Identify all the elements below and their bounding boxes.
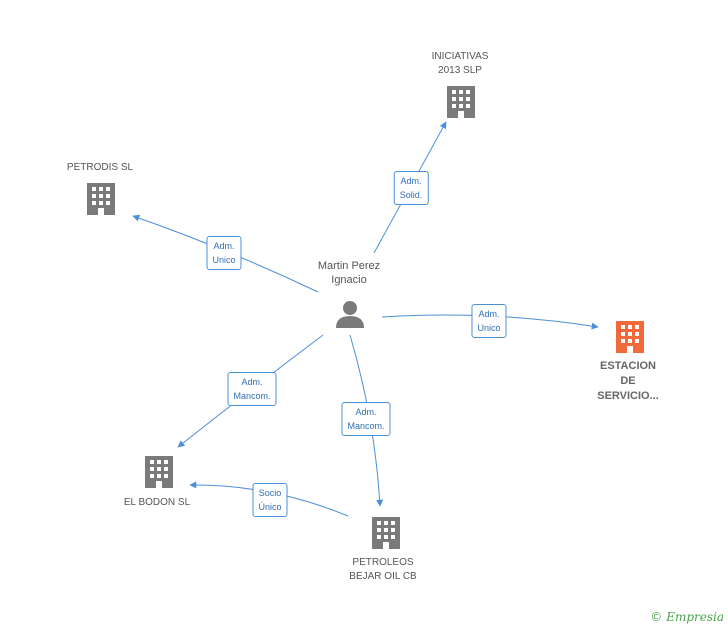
person-icon[interactable] (336, 301, 364, 328)
building-icon-iniciativas[interactable] (447, 86, 475, 118)
node-label-petrodis[interactable]: PETRODIS SL (66, 162, 134, 173)
building-icon-estacion[interactable] (616, 321, 644, 353)
node-label-petroleos[interactable]: PETROLEOS BEJAR OIL CB (349, 557, 417, 582)
node-label-elbodon[interactable]: EL BODON SL (123, 497, 191, 508)
node-label-iniciativas[interactable]: INICIATIVAS 2013 SLP (431, 51, 489, 76)
edge-label-petrodis: Adm. Unico (206, 236, 242, 270)
edge-label-estacion: Adm. Unico (471, 304, 507, 338)
edge-label-petroleos: Adm. Mancom. (341, 402, 391, 436)
building-icon-elbodon[interactable] (145, 456, 173, 488)
node-label-estacion[interactable]: ESTACION DE SERVICIO... (597, 360, 659, 402)
edge-label-petroleos-elbodon: Socio Único (252, 483, 288, 517)
brand-name: Empresia (666, 610, 724, 624)
building-icon-petroleos[interactable] (372, 517, 400, 549)
brand-logo[interactable]: ©Empresia (650, 610, 724, 624)
copyright-symbol: © (650, 610, 663, 624)
edge-label-iniciativas: Adm. Solid. (393, 171, 429, 205)
building-icon-petrodis[interactable] (87, 183, 115, 215)
edge-label-elbodon: Adm. Mancom. (227, 372, 277, 406)
node-label-person[interactable]: Martin Perez Ignacio (317, 260, 381, 286)
